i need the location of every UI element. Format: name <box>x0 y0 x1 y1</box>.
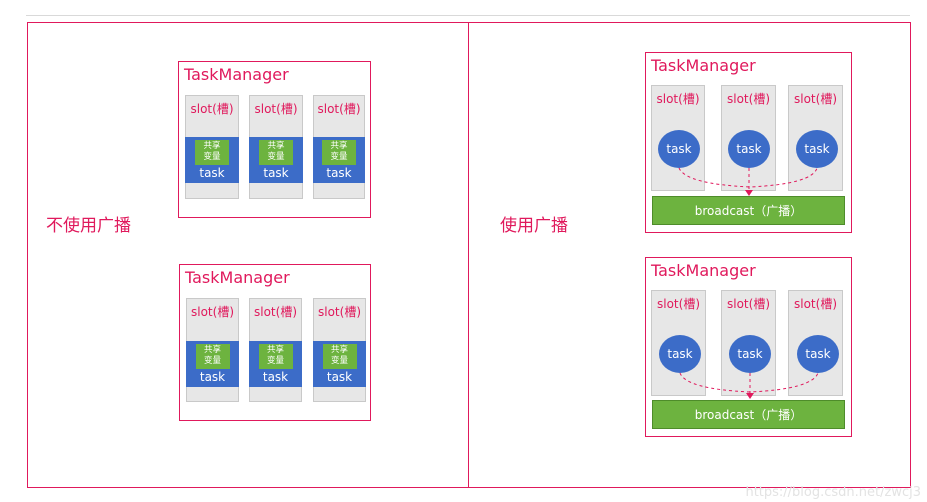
taskmanager-box: TaskManager slot(槽) slot(槽) slot(槽) task… <box>645 257 852 437</box>
taskmanager-title: TaskManager <box>185 268 290 287</box>
shared-variable-line2: 变量 <box>330 356 348 366</box>
task-block: 共享变量 task <box>313 137 365 183</box>
shared-variable-line1: 共享 <box>203 345 221 355</box>
slot-label: slot(槽) <box>190 102 234 116</box>
shared-variable: 共享变量 <box>322 344 357 369</box>
slot-label: slot(槽) <box>727 92 770 106</box>
task-node: task <box>797 335 839 373</box>
taskmanager-title: TaskManager <box>651 261 756 280</box>
task-label: task <box>199 370 226 384</box>
task-label: task <box>262 370 289 384</box>
slot: slot(槽) 共享变量 task <box>313 298 366 402</box>
broadcast-arrows <box>679 372 819 399</box>
slot-label: slot(槽) <box>794 92 837 106</box>
taskmanager-box: TaskManager slot(槽) slot(槽) slot(槽) task… <box>645 52 852 233</box>
broadcast-arrows <box>678 167 818 196</box>
shared-variable-line2: 变量 <box>267 152 285 162</box>
task-node: task <box>658 130 700 168</box>
slot-label: slot(槽) <box>657 297 700 311</box>
shared-variable-line1: 共享 <box>330 345 348 355</box>
taskmanager-box: TaskManager slot(槽) 共享变量 task slot(槽) 共享… <box>178 61 371 218</box>
slot: slot(槽) 共享变量 task <box>185 95 239 199</box>
slot-label: slot(槽) <box>254 305 297 319</box>
broadcast-bar: broadcast（广播） <box>652 196 845 225</box>
top-divider <box>26 15 910 16</box>
shared-variable: 共享变量 <box>195 140 229 165</box>
shared-variable-line1: 共享 <box>266 345 284 355</box>
watermark: https://blog.csdn.net/zwcj3 <box>745 485 921 500</box>
broadcast-bar: broadcast（广播） <box>652 400 845 429</box>
panel-with-broadcast: 使用广播 TaskManager slot(槽) slot(槽) slot(槽)… <box>468 22 911 488</box>
with-broadcast-label: 使用广播 <box>500 216 568 236</box>
shared-variable-line2: 变量 <box>330 152 348 162</box>
without-broadcast-label: 不使用广播 <box>46 216 131 236</box>
task-block: 共享变量 task <box>186 341 239 387</box>
task-block: 共享变量 task <box>249 137 303 183</box>
task-node: task <box>659 335 701 373</box>
slot: slot(槽) 共享变量 task <box>249 95 303 199</box>
slot-label: slot(槽) <box>317 102 361 116</box>
slot-label: slot(槽) <box>727 297 770 311</box>
slot-label: slot(槽) <box>254 102 298 116</box>
shared-variable-line2: 变量 <box>266 356 284 366</box>
slot: slot(槽) 共享变量 task <box>186 298 239 402</box>
slot-label: slot(槽) <box>191 305 234 319</box>
task-block: 共享变量 task <box>249 341 302 387</box>
task-label: task <box>199 166 225 180</box>
task-node: task <box>796 130 838 168</box>
taskmanager-box: TaskManager slot(槽) 共享变量 task slot(槽) 共享… <box>179 264 371 421</box>
shared-variable-line1: 共享 <box>267 141 285 151</box>
shared-variable-line2: 变量 <box>203 356 221 366</box>
task-label: task <box>326 370 353 384</box>
shared-variable: 共享变量 <box>259 140 293 165</box>
panel-without-broadcast: 不使用广播 TaskManager slot(槽) 共享变量 task slot… <box>27 22 469 488</box>
task-label: task <box>326 166 352 180</box>
task-block: 共享变量 task <box>185 137 239 183</box>
shared-variable-line1: 共享 <box>330 141 348 151</box>
shared-variable: 共享变量 <box>322 140 356 165</box>
shared-variable-line2: 变量 <box>203 152 221 162</box>
shared-variable: 共享变量 <box>195 344 230 369</box>
slot: slot(槽) 共享变量 task <box>313 95 365 199</box>
slot-label: slot(槽) <box>794 297 837 311</box>
task-label: task <box>263 166 289 180</box>
slot-label: slot(槽) <box>318 305 361 319</box>
taskmanager-title: TaskManager <box>184 65 289 84</box>
task-node: task <box>728 130 770 168</box>
slot-label: slot(槽) <box>656 92 700 106</box>
taskmanager-title: TaskManager <box>651 56 756 75</box>
shared-variable-line1: 共享 <box>203 141 221 151</box>
task-node: task <box>729 335 771 373</box>
task-block: 共享变量 task <box>313 341 366 387</box>
shared-variable: 共享变量 <box>258 344 293 369</box>
slot: slot(槽) 共享变量 task <box>249 298 302 402</box>
